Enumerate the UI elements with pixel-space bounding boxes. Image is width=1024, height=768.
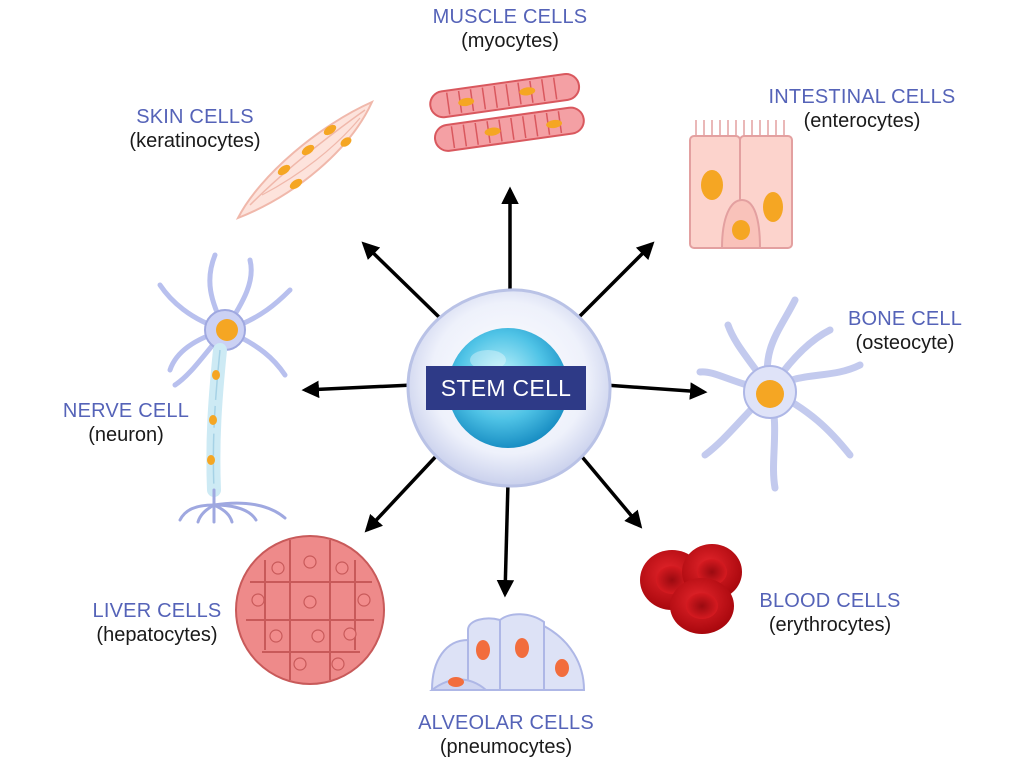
intestinal-cells-illustration xyxy=(689,120,793,249)
cell-name: NERVE CELL xyxy=(62,400,190,422)
liver-cells-illustration xyxy=(235,535,385,685)
label-alveolar-cells: ALVEOLAR CELLS (pneumocytes) xyxy=(400,712,612,759)
cell-subname: (osteocyte) xyxy=(855,331,955,354)
label-nerve-cell: NERVE CELL (neuron) xyxy=(46,400,206,447)
cell-subname: (erythrocytes) xyxy=(768,613,892,636)
cell-name: BONE CELL xyxy=(847,308,963,330)
arrow-to-nerve xyxy=(301,380,414,399)
cell-name: INTESTINAL CELLS xyxy=(768,86,956,108)
skin-cells-illustration xyxy=(235,100,375,220)
label-muscle-cells: MUSCLE CELLS (myocytes) xyxy=(410,6,610,53)
nerve-cell-illustration xyxy=(157,252,293,524)
cell-subname: (keratinocytes) xyxy=(129,129,261,152)
arrow-to-blood xyxy=(576,450,643,529)
arrow-to-liver xyxy=(364,450,442,533)
cell-name: ALVEOLAR CELLS xyxy=(418,712,594,734)
label-liver-cells: LIVER CELLS (hepatocytes) xyxy=(72,600,242,647)
blood-cells-illustration xyxy=(640,544,742,634)
muscle-cells-illustration xyxy=(429,72,585,152)
arrow-to-skin xyxy=(361,241,442,320)
stem-cell-label: STEM CELL xyxy=(426,366,586,410)
label-skin-cells: SKIN CELLS (keratinocytes) xyxy=(110,106,280,153)
cell-name: LIVER CELLS xyxy=(92,600,222,622)
alveolar-cells-illustration xyxy=(429,613,586,691)
stem-cell-illustration xyxy=(406,288,612,488)
arrow-to-intestinal xyxy=(576,241,655,320)
label-blood-cells: BLOOD CELLS (erythrocytes) xyxy=(742,590,918,637)
cell-subname: (enterocytes) xyxy=(803,109,921,132)
cell-subname: (hepatocytes) xyxy=(96,623,218,646)
cell-name: BLOOD CELLS xyxy=(759,590,901,612)
cell-name: MUSCLE CELLS xyxy=(432,6,588,28)
cell-subname: (pneumocytes) xyxy=(439,735,573,758)
cell-subname: (myocytes) xyxy=(461,29,559,52)
arrow-to-alveolar xyxy=(496,481,515,598)
label-intestinal-cells: INTESTINAL CELLS (enterocytes) xyxy=(756,86,968,133)
cell-subname: (neuron) xyxy=(88,423,164,446)
arrows xyxy=(301,186,708,598)
label-bone-cell: BONE CELL (osteocyte) xyxy=(830,308,980,355)
cell-name: SKIN CELLS xyxy=(136,106,254,128)
arrow-to-bone xyxy=(604,382,708,400)
